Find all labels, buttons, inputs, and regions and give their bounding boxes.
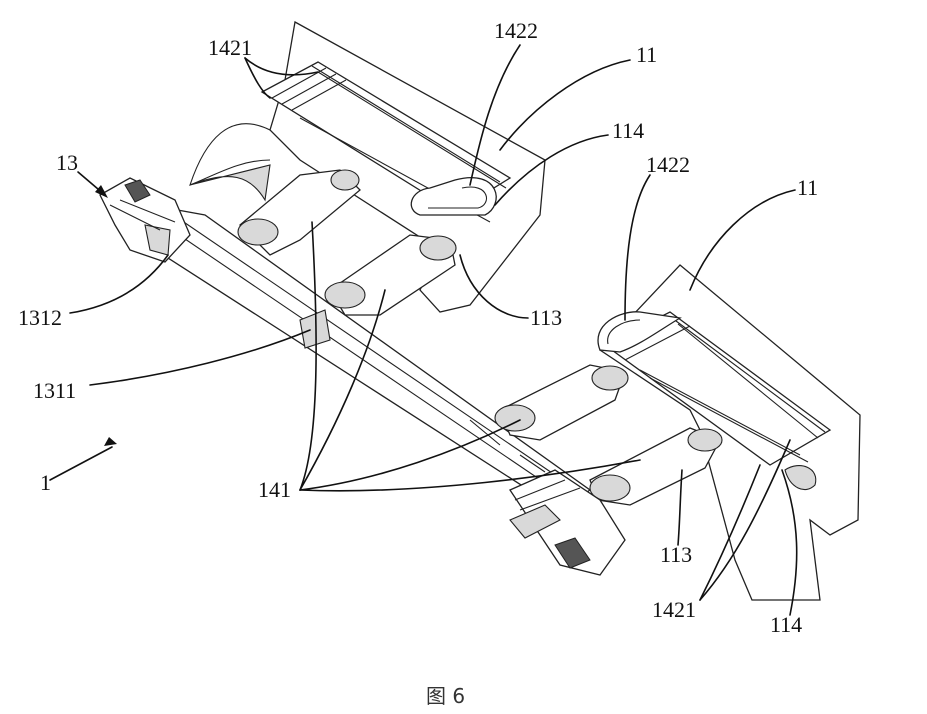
label-11-top: 11 — [636, 42, 657, 67]
label-11-right: 11 — [797, 175, 818, 200]
label-113-bottom: 113 — [660, 542, 692, 567]
panel-upper — [189, 20, 546, 313]
label-1312: 1312 — [18, 305, 62, 330]
label-1421-bottom: 1421 — [652, 597, 696, 622]
bracket-left — [99, 177, 191, 263]
arrow-head-13 — [95, 185, 108, 198]
label-114-top: 114 — [612, 118, 644, 143]
label-141: 141 — [258, 477, 291, 502]
main-beam — [139, 204, 592, 511]
arrow-head-1 — [104, 437, 117, 446]
label-1421-top: 1421 — [208, 35, 252, 60]
figure-caption: 图 6 — [426, 684, 465, 708]
label-113-top: 113 — [530, 305, 562, 330]
panel-lower — [597, 264, 861, 601]
label-1: 1 — [40, 470, 51, 495]
label-1311: 1311 — [33, 378, 76, 403]
label-114-bottom: 114 — [770, 612, 802, 637]
arrows — [95, 185, 117, 446]
bracket-right — [509, 469, 626, 576]
label-13: 13 — [56, 150, 78, 175]
label-1422-top: 1422 — [494, 18, 538, 43]
labels: 1421 1422 11 114 13 1422 11 1312 113 131… — [18, 18, 818, 637]
label-1422-right: 1422 — [646, 152, 690, 177]
leader-lines — [49, 44, 798, 616]
